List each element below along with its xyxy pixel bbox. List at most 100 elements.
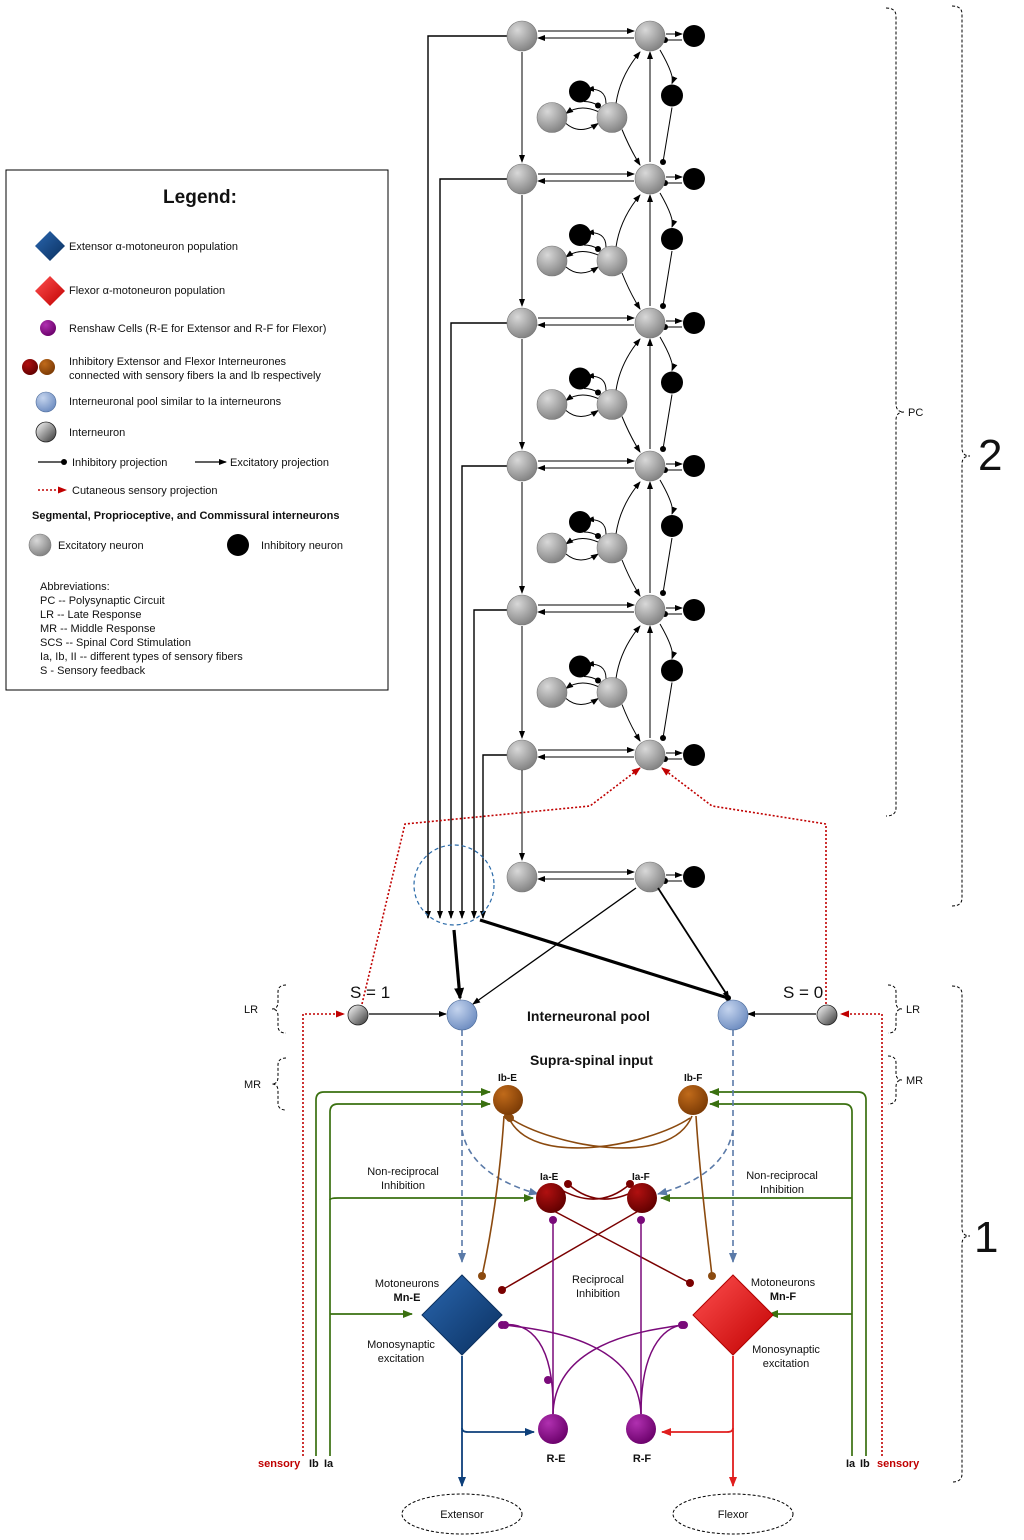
extensor-diamond-icon xyxy=(35,231,65,261)
section-1-label: 1 xyxy=(974,1213,998,1262)
mn-f-label: Mn-F xyxy=(770,1291,797,1303)
pc-cluster-down xyxy=(621,129,641,166)
pc-excitatory-neuron xyxy=(596,532,628,564)
nonrecip-left-2: Inhibition xyxy=(381,1180,425,1192)
pc-excitatory-neuron xyxy=(506,450,538,482)
pc-inhib-chain-down xyxy=(660,107,673,165)
pc-label: PC xyxy=(908,407,923,419)
pc-feed-projection xyxy=(425,35,508,919)
pc-excitatory-neuron xyxy=(596,245,628,277)
pc-excitatory-neuron xyxy=(506,739,538,771)
pc-excitatory-neuron xyxy=(634,163,666,195)
pc-inhibitory-neuron xyxy=(683,312,705,334)
pc-cluster-inhib-back xyxy=(583,676,601,684)
pc-inhib-chain xyxy=(659,192,678,228)
excitatory-neuron-icon xyxy=(28,533,52,557)
interneuronal-pool-extensor xyxy=(446,999,478,1031)
mr-right-label: MR xyxy=(906,1075,923,1087)
ib-f-label: Ib-F xyxy=(684,1073,702,1084)
s1-label: S = 1 xyxy=(350,983,390,1002)
legend: Legend: Extensor α-motoneuron population… xyxy=(5,169,389,691)
nonrecip-right-1: Non-reciprocal xyxy=(746,1170,818,1182)
pc-cluster-up xyxy=(615,51,641,104)
pool-icon xyxy=(35,391,57,413)
nonrecip-left-1: Non-reciprocal xyxy=(367,1166,439,1178)
legend-abbr-item: PC -- Polysynaptic Circuit xyxy=(40,595,165,607)
pc-inhibitory-neuron xyxy=(569,224,591,246)
pc-cluster-down xyxy=(621,704,641,742)
pc-excitatory-neuron xyxy=(536,389,568,420)
pc-inhibitory-neuron xyxy=(683,599,705,621)
supraspinal-title: Supra-spinal input xyxy=(530,1052,653,1068)
legend-flexor: Flexor α-motoneuron population xyxy=(69,285,225,297)
legend-interneuron: Interneuron xyxy=(69,427,125,439)
pc-inhibitory-neuron xyxy=(569,511,591,533)
pc-cluster-up xyxy=(615,481,641,535)
ia-e-label: Ia-E xyxy=(540,1172,559,1183)
flexor-diamond-icon xyxy=(35,276,65,306)
renshaw-projections xyxy=(498,1216,688,1415)
pc-inhib-chain xyxy=(659,336,678,372)
flexor-muscle xyxy=(672,1493,794,1535)
pc-cluster-left xyxy=(565,393,599,402)
lr-right-label: LR xyxy=(906,1004,920,1016)
section-1-bracket xyxy=(951,985,971,1483)
ia-f-interneuron xyxy=(627,1183,657,1213)
pc-excitatory-neuron xyxy=(536,102,568,133)
motor-output xyxy=(458,1356,737,1487)
pc-excitatory-neuron xyxy=(536,245,568,277)
interneuron-s0 xyxy=(816,1004,838,1026)
pc-inhibitory-neuron xyxy=(569,655,591,678)
mr-right-bracket xyxy=(887,1055,903,1105)
pc-inhib-chain xyxy=(659,623,678,660)
pc-feed-projection xyxy=(471,609,508,919)
legend-inhib-proj: Inhibitory projection xyxy=(72,457,167,469)
ia-right-label: Ia xyxy=(846,1458,856,1470)
pc-inhibitory-neuron xyxy=(661,371,683,394)
legend-inhib-inter-1: Inhibitory Extensor and Flexor Interneur… xyxy=(69,356,287,368)
mr-left-label: MR xyxy=(244,1079,261,1091)
pc-excitatory-neuron xyxy=(506,307,538,339)
legend-cutaneous: Cutaneous sensory projection xyxy=(72,485,218,497)
legend-pool: Interneuronal pool similar to Ia interne… xyxy=(69,396,282,408)
pc-inhib-chain-down xyxy=(660,537,673,596)
pc-inhibitory-neuron xyxy=(569,80,591,103)
ib-interneuron-icon xyxy=(39,359,55,375)
legend-abbr-item: Ia, Ib, II -- different types of sensory… xyxy=(40,651,243,663)
flexor-label: Flexor xyxy=(718,1509,749,1521)
inhibitory-neuron-icon xyxy=(227,534,249,556)
sensory-left-label: sensory xyxy=(258,1458,301,1470)
legend-abbr-item: MR -- Middle Response xyxy=(40,623,156,635)
pc-cluster-left xyxy=(565,250,599,258)
mono-right-2: excitation xyxy=(763,1358,809,1370)
re-label: R-E xyxy=(547,1453,566,1465)
pc-excitatory-neuron xyxy=(634,594,666,626)
pc-cluster-left xyxy=(565,681,599,690)
ia-interneuron-icon xyxy=(22,359,38,375)
pc-bracket xyxy=(885,7,905,817)
extensor-label: Extensor xyxy=(440,1509,484,1521)
pc-cluster-down xyxy=(621,272,641,310)
legend-excit-proj: Excitatory projection xyxy=(230,457,329,469)
s0-label: S = 0 xyxy=(783,983,823,1002)
pc-cluster-right xyxy=(565,697,599,705)
pc-inhibitory-neuron xyxy=(683,866,705,888)
pc-feed-projection xyxy=(459,465,508,919)
brackets xyxy=(271,5,971,1483)
pc-cluster-up xyxy=(615,625,641,679)
interneuronal-pool-flexor xyxy=(717,999,749,1031)
legend-inhib-inter-2: connected with sensory fibers Ia and Ib … xyxy=(69,370,321,382)
cutaneous-projections xyxy=(302,767,883,1456)
pc-inhibitory-neuron xyxy=(661,515,683,537)
pc-cluster-right xyxy=(565,122,599,130)
pc-excitatory-neuron xyxy=(634,20,666,52)
renshaw-cell-re xyxy=(538,1414,568,1444)
pc-excitatory-neuron xyxy=(506,594,538,626)
legend-excit-neuron: Excitatory neuron xyxy=(58,540,144,552)
pc-excitatory-neuron xyxy=(596,102,628,133)
pc-cluster-up xyxy=(615,194,641,248)
pc-inhib-chain-down xyxy=(660,250,673,309)
pc-inhib-chain-down xyxy=(660,394,673,452)
pc-cluster-inhib-back xyxy=(583,101,601,109)
pc-excitatory-neuron xyxy=(634,861,666,893)
